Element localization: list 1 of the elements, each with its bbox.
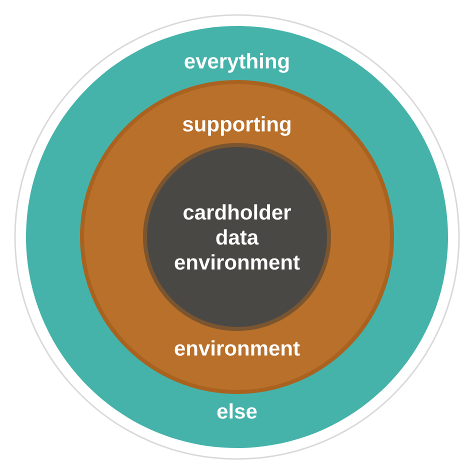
ring-zone: cardholder data environment [143,143,331,331]
